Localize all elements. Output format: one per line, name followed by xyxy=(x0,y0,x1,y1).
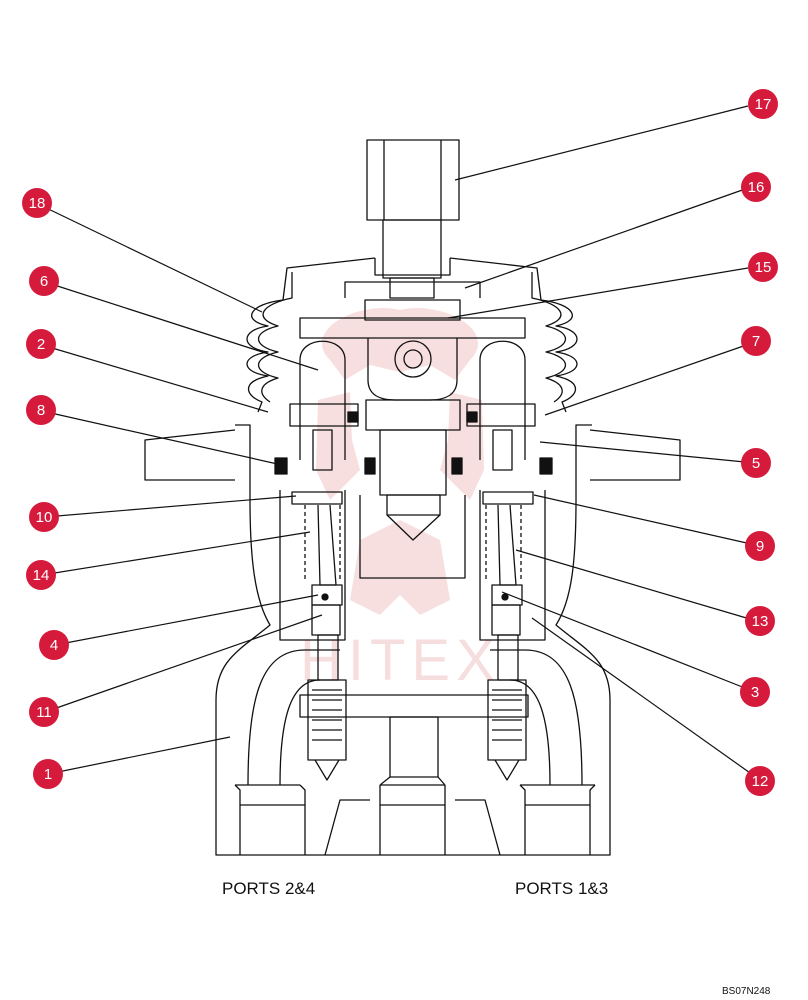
watermark: HITEX xyxy=(300,308,501,693)
callout-11: 11 xyxy=(29,697,59,727)
callout-15-label: 15 xyxy=(755,259,772,276)
callout-6: 6 xyxy=(29,266,59,296)
callout-4: 4 xyxy=(39,630,69,660)
push-rods xyxy=(299,340,526,471)
callout-18-label: 18 xyxy=(29,195,46,212)
rubber-boot xyxy=(246,257,578,413)
callout-2: 2 xyxy=(26,329,56,359)
callout-10-label: 10 xyxy=(36,509,53,526)
watermark-text: HITEX xyxy=(300,628,501,693)
callout-5: 5 xyxy=(741,448,771,478)
callout-7-label: 7 xyxy=(752,333,760,350)
callout-8-label: 8 xyxy=(37,402,45,419)
callout-12: 12 xyxy=(745,766,775,796)
callout-1-label: 1 xyxy=(44,766,52,783)
callout-8: 8 xyxy=(26,395,56,425)
leader-lines xyxy=(37,105,761,781)
callout-6-label: 6 xyxy=(40,273,48,290)
watermark-logo-icon xyxy=(316,308,484,615)
port-passages xyxy=(234,649,596,856)
callout-10: 10 xyxy=(29,502,59,532)
callout-13: 13 xyxy=(745,606,775,636)
callout-1: 1 xyxy=(33,759,63,789)
callout-5-label: 5 xyxy=(752,455,760,472)
callout-16-label: 16 xyxy=(748,179,765,196)
lower-spools xyxy=(299,679,529,781)
callouts: 17 16 15 18 6 2 7 8 5 10 9 14 13 4 3 11 … xyxy=(22,89,778,796)
callout-12-label: 12 xyxy=(752,773,769,790)
port-label-left: PORTS 2&4 xyxy=(222,879,315,898)
casing xyxy=(144,424,681,856)
callout-17: 17 xyxy=(748,89,778,119)
callout-16: 16 xyxy=(741,172,771,202)
callout-4-label: 4 xyxy=(50,637,58,654)
callout-18: 18 xyxy=(22,188,52,218)
callout-14-label: 14 xyxy=(33,567,50,584)
operating-shaft xyxy=(366,139,460,299)
callout-13-label: 13 xyxy=(752,613,769,630)
callout-3: 3 xyxy=(740,677,770,707)
plugs-and-seals xyxy=(274,403,553,475)
valve-drawing xyxy=(144,139,681,856)
callout-9-label: 9 xyxy=(756,538,764,555)
port-label-right: PORTS 1&3 xyxy=(515,879,608,898)
callout-3-label: 3 xyxy=(751,684,759,701)
callout-11-label: 11 xyxy=(36,704,52,721)
callout-9: 9 xyxy=(745,531,775,561)
callout-2-label: 2 xyxy=(37,336,45,353)
callout-17-label: 17 xyxy=(755,96,772,113)
drawing-code: BS07N248 xyxy=(722,986,771,997)
callout-14: 14 xyxy=(26,560,56,590)
central-stem xyxy=(379,429,447,541)
callout-7: 7 xyxy=(741,326,771,356)
callout-15: 15 xyxy=(748,252,778,282)
